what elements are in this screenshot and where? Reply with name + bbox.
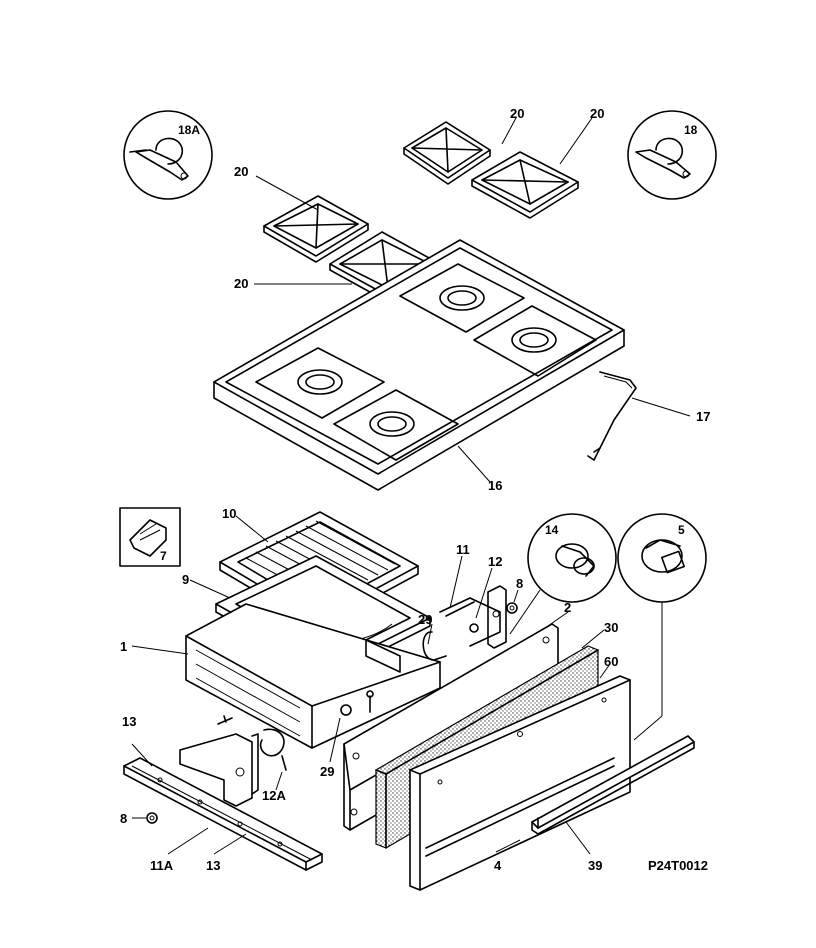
callout-18: 18 (684, 123, 698, 137)
callout-10: 10 (222, 506, 236, 521)
callout-20-top-right: 20 (590, 106, 604, 121)
detail-circle-14 (527, 513, 617, 603)
callout-39: 39 (588, 858, 602, 873)
callout-2: 2 (564, 600, 571, 615)
callout-11: 11 (456, 542, 470, 557)
callout-1: 1 (120, 639, 127, 654)
callout-12a: 12A (262, 788, 286, 803)
drawer-front-4 (409, 675, 631, 891)
callout-18a: 18A (178, 123, 200, 137)
wire-harness-17 (587, 371, 637, 461)
bolt-8-lower (146, 812, 158, 824)
callout-29-upper: 29 (418, 612, 432, 627)
drawer-handle-39 (531, 735, 695, 835)
detail-circle-18a (123, 110, 213, 200)
detail-circle-5 (617, 513, 707, 603)
clip-29-upper (422, 623, 479, 661)
burner-grate-top-left (403, 121, 491, 185)
burner-grate-top-right (471, 151, 579, 219)
callout-30: 30 (604, 620, 618, 635)
hinge-12 (487, 585, 507, 649)
callout-5: 5 (678, 523, 685, 537)
hinge-bracket-11a (179, 733, 259, 807)
callout-8-upper: 8 (516, 576, 523, 591)
cooktop-panel (213, 239, 625, 491)
callout-20-top-middle: 20 (510, 106, 524, 121)
callout-labels: 18A 18 20 20 20 20 17 16 10 7 9 1 11 12 … (120, 106, 710, 873)
callout-12: 12 (488, 554, 502, 569)
bolt-8-upper (506, 602, 518, 614)
callout-4: 4 (494, 858, 502, 873)
callout-11a: 11A (150, 858, 174, 873)
screw-29-lower (340, 690, 374, 716)
callout-29-lower: 29 (320, 764, 334, 779)
detail-circle-18 (627, 110, 717, 200)
spring-12a (259, 728, 287, 771)
callout-60: 60 (604, 654, 618, 669)
bracket-11 (439, 597, 501, 647)
callout-16: 16 (488, 478, 502, 493)
rail-assembly-13 (123, 757, 323, 871)
diagram-id: P24T0012 (648, 858, 708, 873)
callout-7: 7 (160, 549, 167, 563)
callout-9: 9 (182, 572, 189, 587)
burner-grate-left-upper (263, 195, 369, 263)
callout-20-left-upper: 20 (234, 164, 248, 179)
drawer-body-1 (185, 603, 441, 749)
callout-14: 14 (545, 523, 559, 537)
callout-8-lower: 8 (120, 811, 127, 826)
callout-13-upper: 13 (122, 714, 136, 729)
callout-17: 17 (696, 409, 710, 424)
screw-12a-left (217, 715, 233, 725)
callout-13-lower: 13 (206, 858, 220, 873)
detail-box-7 (119, 507, 181, 567)
callout-20-left-lower: 20 (234, 276, 248, 291)
leader-lines (131, 117, 691, 855)
